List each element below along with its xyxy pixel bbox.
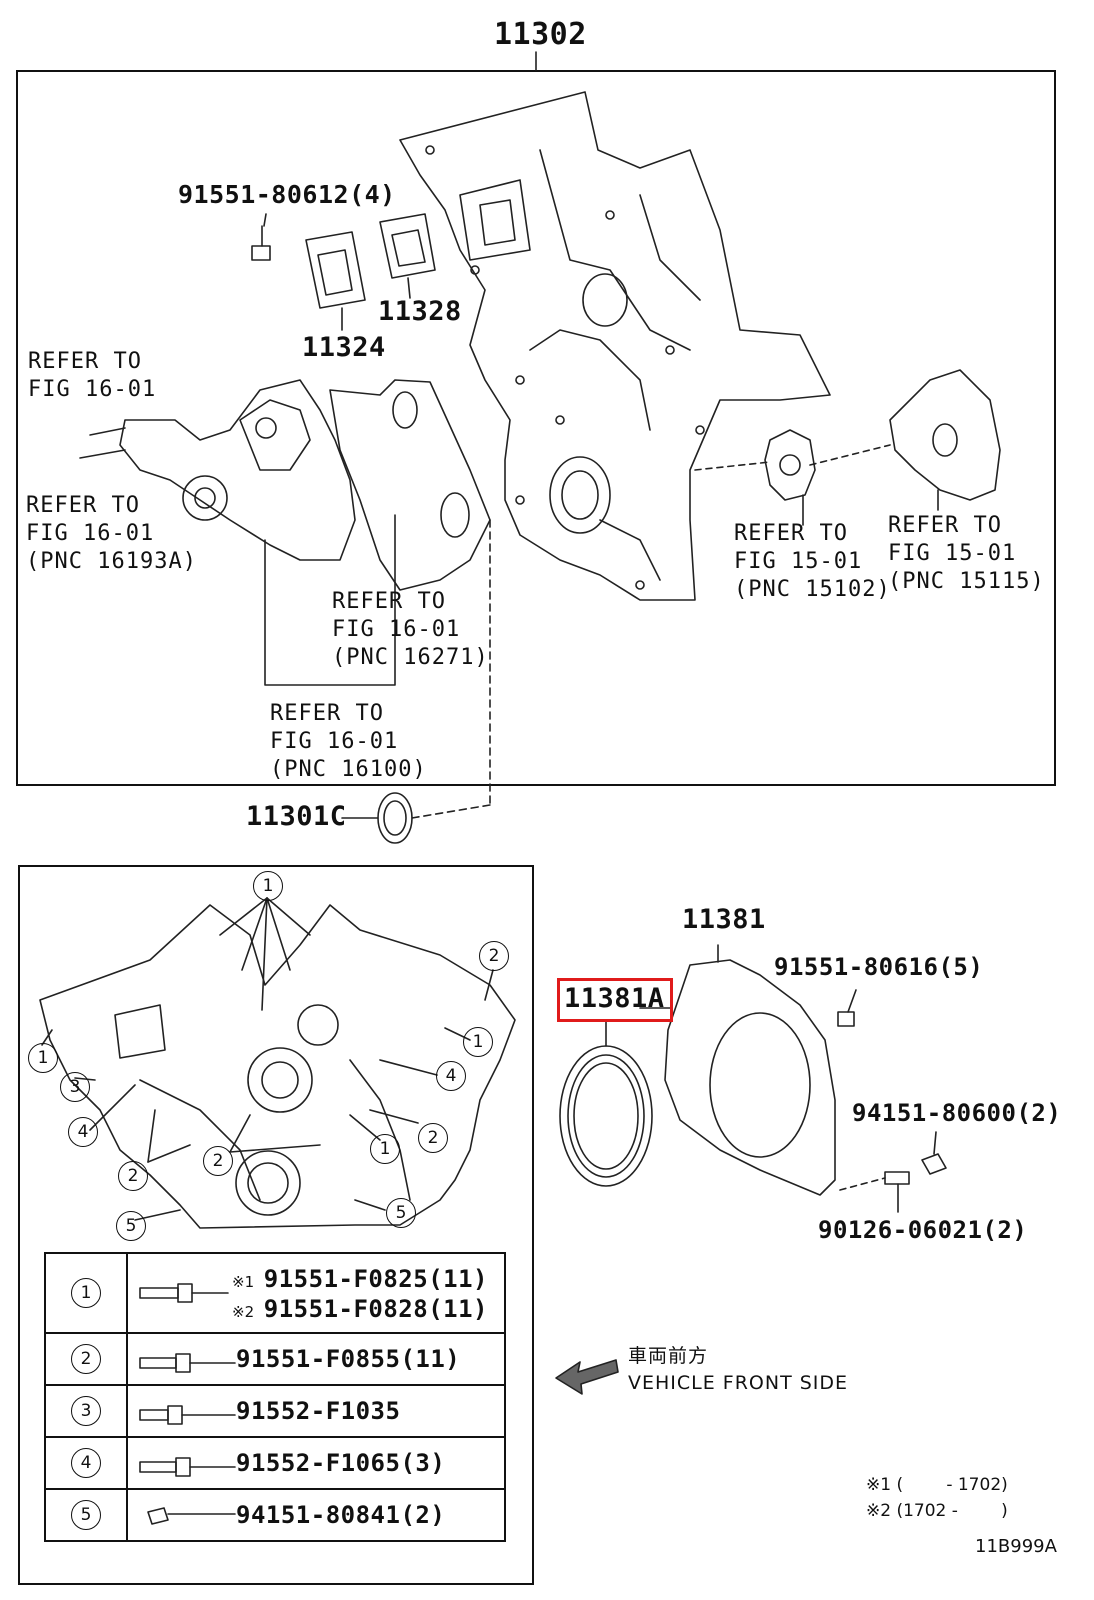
callout-1: 1	[253, 871, 283, 901]
bolt-legend-table: 1 ※1 91551-F0825(11) ※2 91551-F0828(11) …	[44, 1252, 506, 1542]
label-gasket-11324[interactable]: 11324	[302, 332, 386, 363]
label-stud-rear[interactable]: 90126-06021(2)	[818, 1216, 1028, 1244]
legend-number: 3	[71, 1396, 101, 1426]
lower-diagram-frame	[18, 865, 534, 1585]
callout-2: 2	[479, 941, 509, 971]
label-rear-plate[interactable]: 11381	[682, 904, 766, 935]
callout-3: 3	[60, 1072, 90, 1102]
vehicle-front-label-jp: 車両前方	[628, 1345, 709, 1367]
reference-leaders	[264, 494, 804, 819]
label-nut-rear[interactable]: 94151-80600(2)	[852, 1099, 1062, 1127]
legend-part-number[interactable]: 94151-80841(2)	[236, 1501, 446, 1529]
callout-2: 2	[118, 1161, 148, 1191]
legend-row: 5 94151-80841(2)	[44, 1488, 506, 1542]
oil-pump-drawing	[694, 369, 1001, 511]
callout-1: 1	[370, 1134, 400, 1164]
reference-note-6[interactable]: REFER TO FIG 15-01 (PNC 15115)	[888, 513, 1045, 594]
legend-number: 2	[71, 1344, 101, 1374]
legend-row: 3 91552-F1035	[44, 1384, 506, 1438]
label-oil-seal[interactable]: 11301C	[246, 801, 347, 832]
upper-diagram-frame	[16, 70, 1056, 786]
callout-2: 2	[418, 1123, 448, 1153]
callout-5: 5	[116, 1211, 146, 1241]
reference-note-3[interactable]: REFER TO FIG 16-01 (PNC 16271)	[332, 589, 489, 670]
water-pump-drawing	[79, 379, 491, 591]
label-bolt-rear[interactable]: 91551-80616(5)	[774, 953, 984, 981]
callout-2: 2	[203, 1146, 233, 1176]
cover-bolt-layout-drawing	[39, 897, 516, 1229]
applicability-note-1: ※1 ( - 1702)	[866, 1475, 1008, 1495]
callout-1: 1	[463, 1027, 493, 1057]
legend-part-number[interactable]: 91551-F0825(11)	[263, 1265, 489, 1293]
reference-note-4[interactable]: REFER TO FIG 16-01 (PNC 16100)	[270, 701, 427, 782]
reference-note-1[interactable]: REFER TO FIG 16-01	[28, 349, 157, 402]
applicability-note-2: ※2 (1702 - )	[866, 1501, 1008, 1521]
legend-part-number[interactable]: 91551-F0828(11)	[263, 1295, 489, 1323]
legend-row: 4 91552-F1065(3)	[44, 1436, 506, 1490]
legend-number: 4	[71, 1448, 101, 1478]
reference-note-5[interactable]: REFER TO FIG 15-01 (PNC 15102)	[734, 521, 891, 602]
rear-seal-highlight-box	[557, 978, 673, 1022]
rear-bolt-drawing	[837, 989, 947, 1213]
label-rear-seal[interactable]: 11381A	[564, 983, 665, 1014]
vehicle-front-label-en: VEHICLE FRONT SIDE	[628, 1372, 849, 1394]
legend-mark: ※2	[232, 1303, 255, 1321]
legend-row: 2 91551-F0855(11)	[44, 1332, 506, 1386]
legend-part-number[interactable]: 91551-F0855(11)	[236, 1345, 461, 1373]
callout-5: 5	[386, 1198, 416, 1228]
label-gasket-11328[interactable]: 11328	[378, 296, 462, 327]
rear-plate-drawing	[639, 944, 886, 1196]
legend-part-number[interactable]: 91552-F1035	[236, 1397, 401, 1425]
rear-oil-seal-drawing	[559, 1021, 653, 1187]
callout-4: 4	[68, 1117, 98, 1147]
legend-number: 5	[71, 1500, 101, 1530]
legend-row: 1 ※1 91551-F0825(11) ※2 91551-F0828(11)	[44, 1252, 506, 1334]
label-main-assembly[interactable]: 11302	[494, 17, 587, 52]
reference-note-2[interactable]: REFER TO FIG 16-01 (PNC 16193A)	[26, 493, 197, 574]
legend-number: 1	[71, 1278, 101, 1308]
label-bolt-top[interactable]: 91551-80612(4)	[178, 180, 396, 209]
gasket-drawings	[305, 213, 436, 331]
callout-4: 4	[436, 1061, 466, 1091]
oil-seal-drawing	[377, 792, 413, 844]
timing-chain-cover-drawing	[399, 91, 831, 601]
legend-mark: ※1	[232, 1273, 255, 1291]
figure-code: 11B999A	[975, 1536, 1057, 1557]
vehicle-front-arrow-icon	[555, 1359, 619, 1395]
callout-1: 1	[28, 1043, 58, 1073]
bolt-drawing-top	[251, 213, 271, 261]
legend-part-number[interactable]: 91552-F1065(3)	[236, 1449, 446, 1477]
